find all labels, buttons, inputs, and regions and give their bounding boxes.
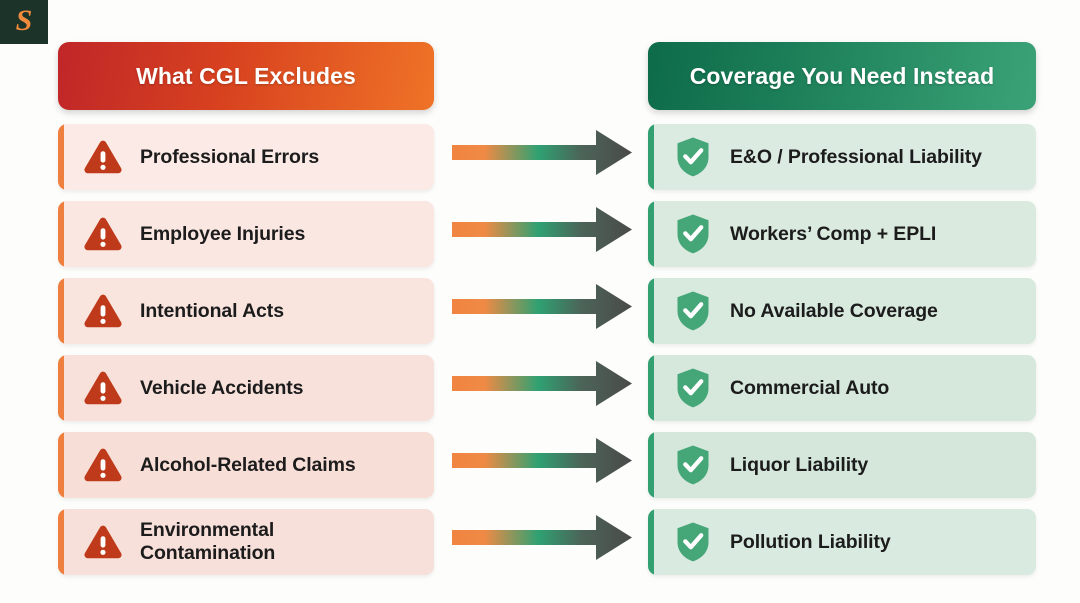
- exclusions-header-text: What CGL Excludes: [136, 62, 356, 89]
- coverage-label: Pollution Liability: [730, 531, 891, 554]
- warning-triangle-icon: [80, 216, 126, 252]
- coverage-label-text: Commercial Auto: [730, 376, 890, 399]
- coverage-row[interactable]: Liquor Liability: [648, 432, 1036, 498]
- exclusion-label: Intentional Acts: [140, 300, 284, 323]
- coverage-label: Commercial Auto: [730, 377, 889, 400]
- exclusion-label-line1: Professional Errors: [140, 145, 320, 168]
- warning-triangle-icon: [80, 524, 126, 560]
- coverage-row[interactable]: Commercial Auto: [648, 355, 1036, 421]
- exclusion-label-line1: Vehicle Accidents: [140, 376, 304, 399]
- shield-check-icon: [670, 290, 716, 332]
- row-accent-bar: [58, 201, 64, 267]
- shield-check-icon: [670, 213, 716, 255]
- coverage-header-text: Coverage You Need Instead: [689, 62, 995, 89]
- coverage-label: Workers’ Comp + EPLI: [730, 223, 936, 246]
- shield-check-icon: [670, 367, 716, 409]
- shield-check-icon: [670, 444, 716, 486]
- row-accent-bar: [648, 201, 654, 267]
- arrow-connector: [452, 130, 632, 560]
- warning-triangle-icon: [80, 139, 126, 175]
- row-accent-bar: [58, 355, 64, 421]
- coverage-label: Liquor Liability: [730, 454, 868, 477]
- row-accent-bar: [648, 355, 654, 421]
- exclusion-row[interactable]: Alcohol-Related Claims: [58, 432, 434, 498]
- row-accent-bar: [648, 509, 654, 575]
- coverage-row[interactable]: No Available Coverage: [648, 278, 1036, 344]
- warning-triangle-icon: [80, 370, 126, 406]
- coverage-column-header: Coverage You Need Instead: [648, 42, 1036, 110]
- exclusion-row[interactable]: Environmental Contamination: [58, 509, 434, 575]
- row-accent-bar: [648, 124, 654, 190]
- row-accent-bar: [58, 278, 64, 344]
- exclusion-label-line1: Employee Injuries: [140, 222, 306, 245]
- exclusion-label-line1: Environmental: [140, 519, 275, 541]
- coverage-label-text: Workers’ Comp + EPLI: [730, 222, 937, 245]
- brand-logo-letter: S: [15, 4, 33, 37]
- exclusions-column-header: What CGL Excludes: [58, 42, 434, 110]
- exclusion-row[interactable]: Employee Injuries: [58, 201, 434, 267]
- exclusion-label: Employee Injuries: [140, 223, 305, 246]
- exclusion-label-line2: Contamination: [140, 542, 276, 564]
- exclusion-label: Professional Errors: [140, 146, 319, 169]
- exclusion-label-line1: Alcohol-Related Claims: [140, 453, 356, 476]
- exclusion-label-line1: Intentional Acts: [140, 299, 284, 322]
- warning-triangle-icon: [80, 293, 126, 329]
- coverage-label: E&O / Professional Liability: [730, 146, 982, 169]
- row-accent-bar: [58, 509, 64, 575]
- exclusion-label: Alcohol-Related Claims: [140, 454, 356, 477]
- shield-check-icon: [670, 136, 716, 178]
- coverage-label-text: E&O / Professional Liability: [730, 145, 982, 168]
- coverage-label-text: No Available Coverage: [730, 299, 938, 322]
- warning-triangle-icon: [80, 447, 126, 483]
- coverage-label-text: Liquor Liability: [730, 453, 869, 476]
- row-accent-bar: [58, 432, 64, 498]
- row-accent-bar: [648, 432, 654, 498]
- exclusion-row[interactable]: Professional Errors: [58, 124, 434, 190]
- coverage-label-text: Pollution Liability: [730, 530, 891, 553]
- coverage-column: Coverage You Need Instead E&O / Professi…: [648, 42, 1036, 586]
- row-accent-bar: [58, 124, 64, 190]
- exclusion-label: Environmental Contamination: [140, 519, 275, 565]
- exclusion-row[interactable]: Intentional Acts: [58, 278, 434, 344]
- exclusions-column: What CGL Excludes Professional Errors: [58, 42, 434, 586]
- shield-check-icon: [670, 521, 716, 563]
- row-accent-bar: [648, 278, 654, 344]
- exclusion-label: Vehicle Accidents: [140, 376, 304, 400]
- brand-logo-badge: S: [0, 0, 48, 44]
- coverage-row[interactable]: Workers’ Comp + EPLI: [648, 201, 1036, 267]
- coverage-label: No Available Coverage: [730, 300, 938, 323]
- coverage-row[interactable]: E&O / Professional Liability: [648, 124, 1036, 190]
- exclusion-row[interactable]: Vehicle Accidents: [58, 355, 434, 421]
- coverage-row[interactable]: Pollution Liability: [648, 509, 1036, 575]
